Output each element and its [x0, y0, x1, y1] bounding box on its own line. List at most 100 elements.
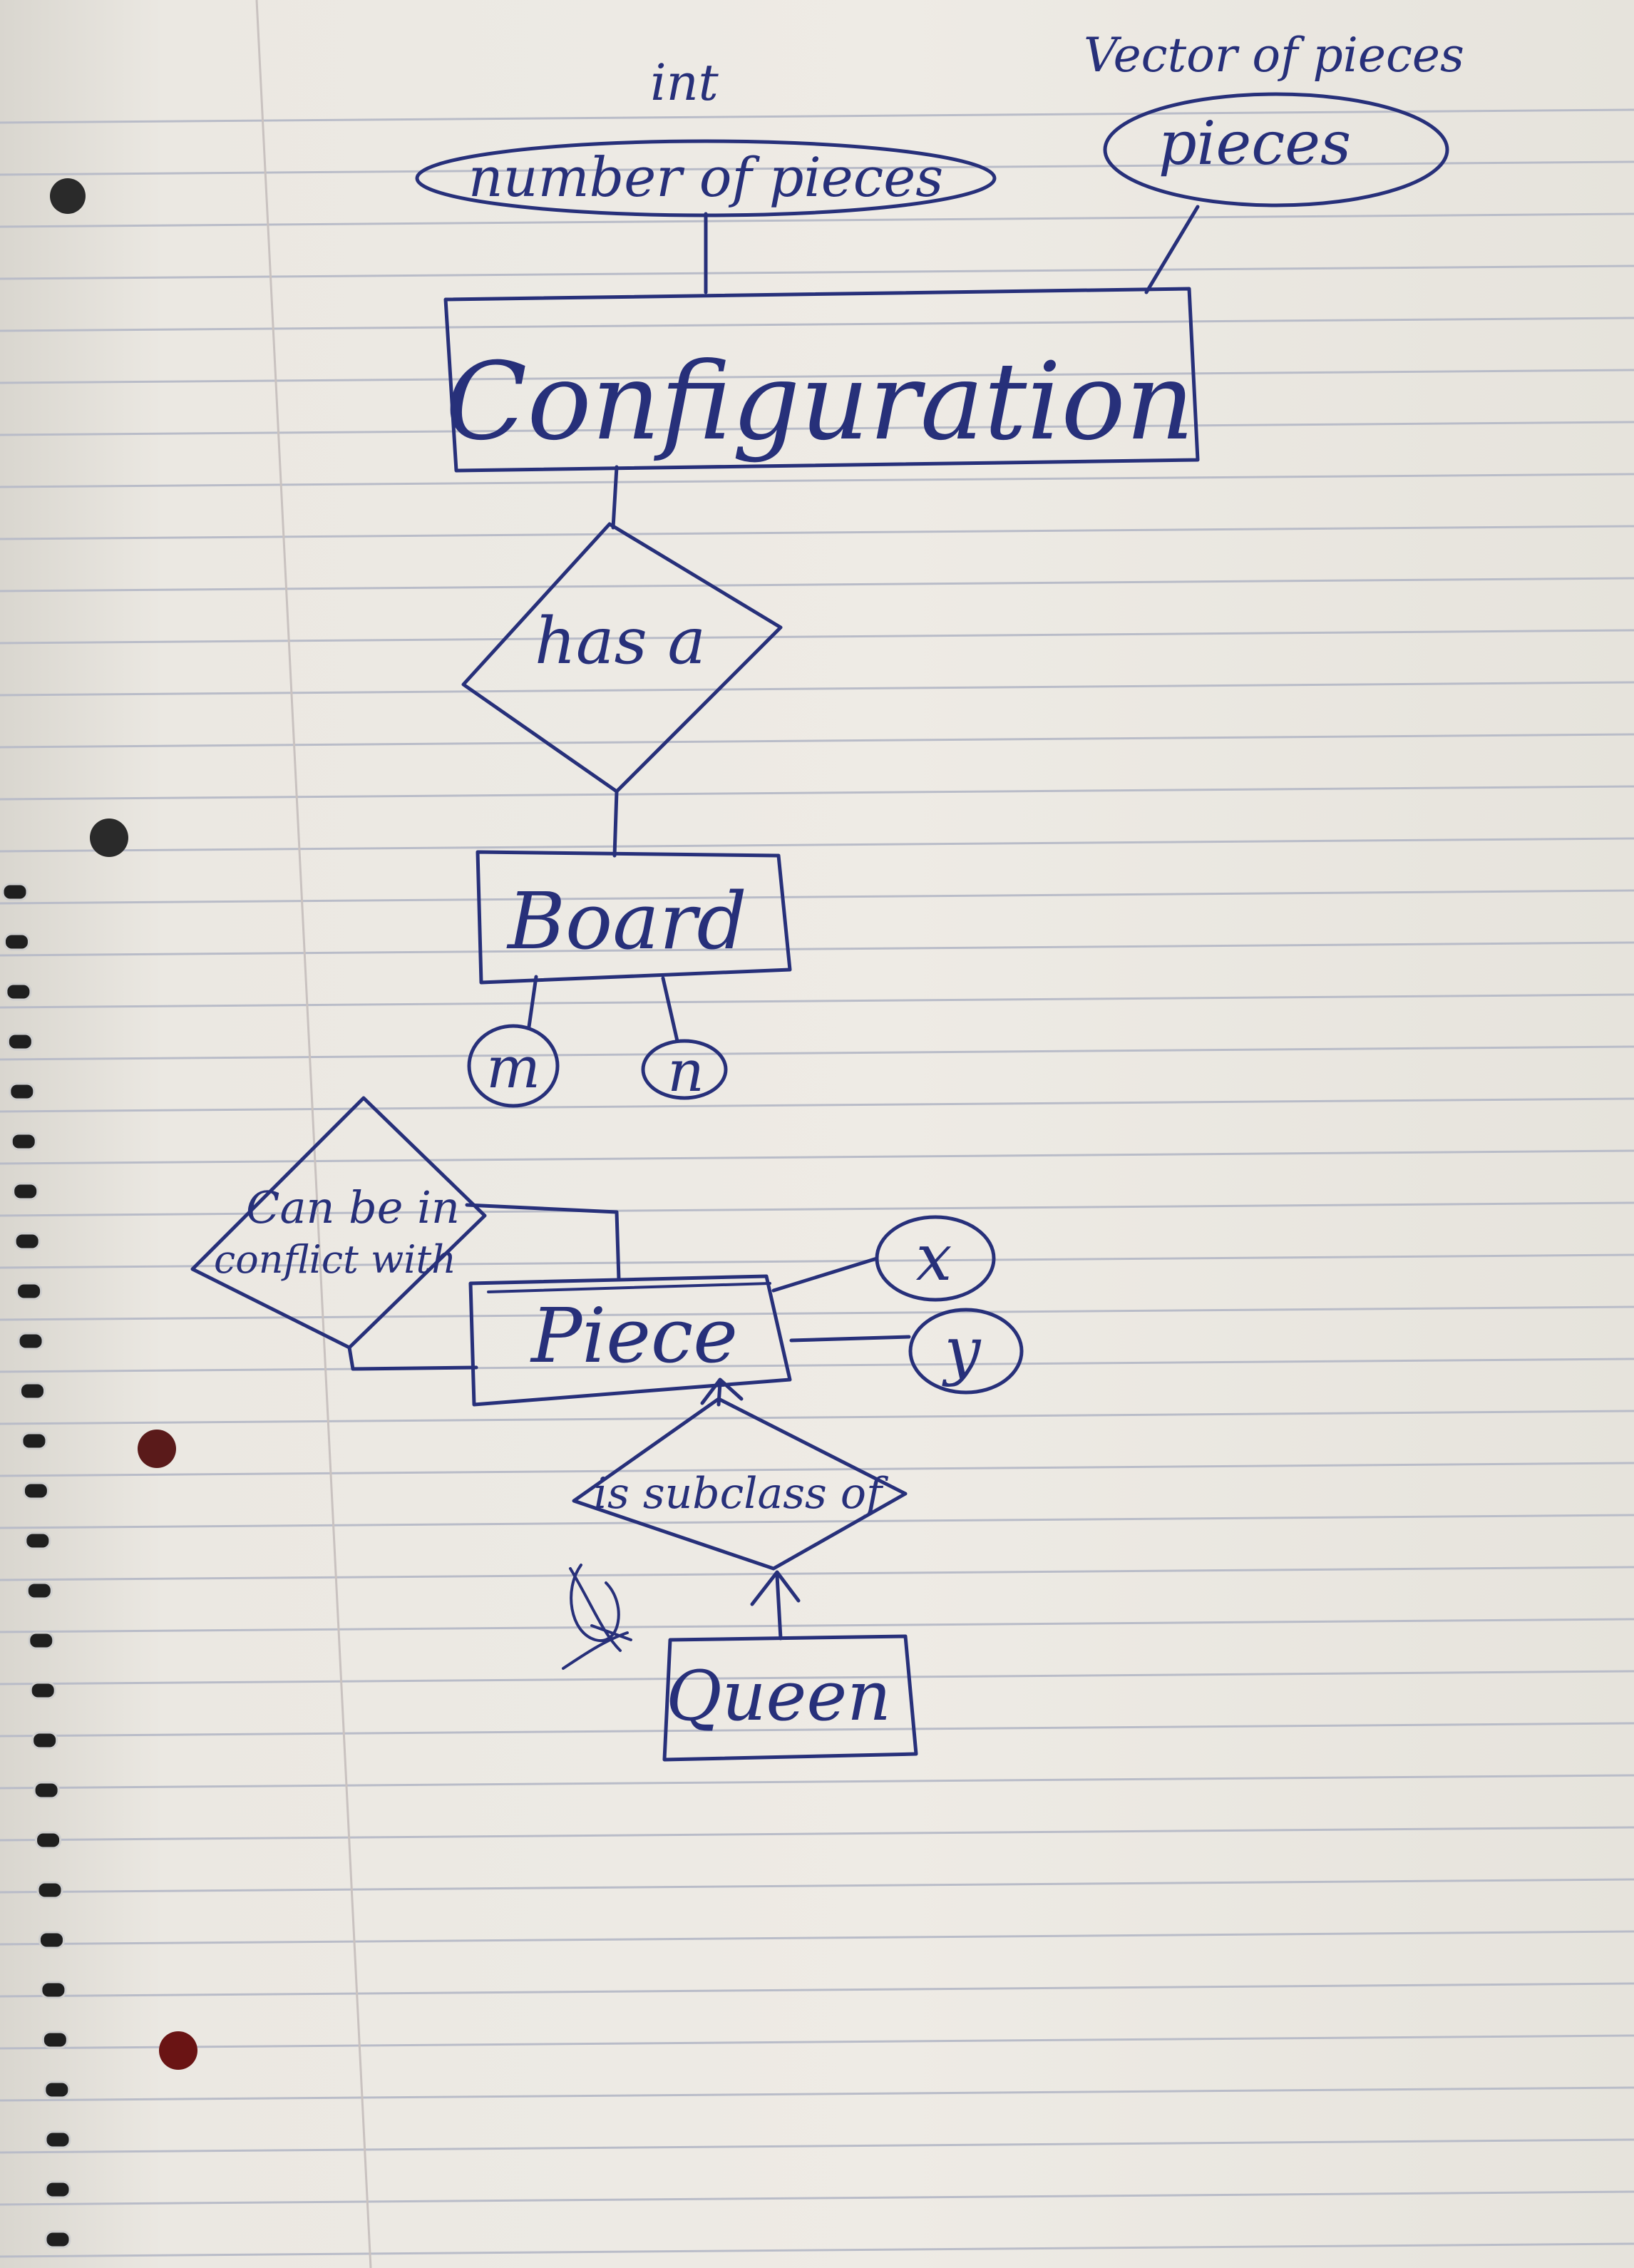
relationship-has-a-label: has a — [535, 604, 706, 679]
spiral-coil — [41, 2031, 68, 2049]
spiral-coil — [33, 1781, 60, 1800]
spiral-coil — [40, 1981, 67, 1999]
connector-conflict-piece-top — [465, 1203, 621, 1282]
rule-line — [0, 1930, 1634, 1946]
type-vector-of-pieces-label: Vector of pieces — [1084, 28, 1464, 83]
connector-piece-y — [789, 1335, 911, 1343]
inheritance-arrow-queen — [750, 1570, 801, 1641]
attribute-n-ellipse — [641, 1039, 728, 1100]
attribute-m-ellipse — [467, 1024, 560, 1108]
rule-line — [0, 525, 1634, 540]
rule-line — [0, 1670, 1634, 1685]
rule-line — [0, 733, 1634, 749]
entity-board-label: Board — [506, 876, 747, 967]
rule-line — [0, 317, 1634, 332]
rule-line — [0, 160, 1634, 176]
rule-line — [0, 1305, 1634, 1321]
rule-line — [0, 1566, 1634, 1581]
spiral-coil — [43, 2080, 71, 2099]
rule-line — [0, 1358, 1634, 1373]
attribute-y-label: y — [942, 1313, 982, 1388]
rule-line — [0, 1045, 1634, 1061]
spiral-coil — [28, 1631, 55, 1650]
rule-line — [0, 1462, 1634, 1477]
connector-piece-x — [771, 1256, 879, 1293]
rule-line — [0, 837, 1634, 853]
binder-hole — [90, 819, 128, 857]
spiral-coil — [19, 1382, 46, 1400]
rule-line — [0, 1201, 1634, 1217]
connector-configuration-has-a — [611, 465, 619, 530]
rule-line — [0, 2034, 1634, 2050]
spiral-coil — [3, 933, 30, 951]
attribute-pieces-label: pieces — [1158, 108, 1351, 178]
entity-piece-box-inner — [487, 1282, 771, 1293]
attribute-number-of-pieces-label: number of pieces — [468, 145, 944, 209]
rule-line — [0, 785, 1634, 801]
attribute-n-label: n — [667, 1038, 704, 1104]
rule-line — [0, 1149, 1634, 1165]
rule-line — [0, 1826, 1634, 1842]
spiral-coil — [17, 1332, 44, 1350]
rule-line — [0, 473, 1634, 488]
spiral-coil — [6, 1032, 34, 1051]
spiral-coil — [14, 1232, 41, 1251]
binder-hole — [50, 178, 86, 214]
spiral-coil — [26, 1581, 53, 1600]
rule-line — [0, 993, 1634, 1009]
rule-line — [0, 941, 1634, 957]
entity-board-box — [476, 850, 792, 985]
spiral-coil — [38, 1931, 65, 1949]
spiral-coil — [9, 1082, 36, 1101]
rule-line — [0, 1097, 1634, 1113]
attribute-x-ellipse — [875, 1215, 996, 1302]
rule-line — [0, 212, 1634, 228]
connector-has-a-board — [612, 789, 619, 858]
spiral-coil — [44, 2130, 71, 2149]
rule-line — [0, 577, 1634, 592]
margin-line — [255, 0, 372, 2268]
attribute-m-label: m — [486, 1035, 540, 1101]
rule-line — [0, 265, 1634, 280]
rule-line — [0, 108, 1634, 124]
rule-line — [0, 2190, 1634, 2206]
type-int-label: int — [650, 53, 719, 112]
connector-board-m — [527, 975, 538, 1029]
spiral-coil — [1, 883, 29, 901]
rule-line — [0, 1982, 1634, 1998]
spiral-coil — [24, 1531, 51, 1550]
entity-piece-label: Piece — [530, 1292, 738, 1380]
rule-line — [0, 889, 1634, 905]
spiral-coil — [31, 1731, 58, 1750]
spiral-coil — [16, 1282, 43, 1300]
rule-line — [0, 1410, 1634, 1425]
binder-hole — [138, 1430, 176, 1468]
rule-line — [0, 2138, 1634, 2154]
rule-line — [0, 1774, 1634, 1790]
spiral-coil — [12, 1182, 39, 1201]
spiral-coil — [29, 1681, 56, 1700]
entity-configuration-label: Configuration — [446, 340, 1195, 464]
attribute-y-ellipse — [908, 1308, 1024, 1395]
rule-line — [0, 2242, 1634, 2258]
spiral-binding — [1, 883, 71, 2249]
attribute-pieces-ellipse — [1103, 92, 1449, 207]
connector-board-n — [661, 976, 679, 1043]
rule-line — [0, 1514, 1634, 1529]
spiral-coil — [5, 982, 32, 1001]
rule-line — [0, 2086, 1634, 2102]
spiral-coil — [35, 1831, 62, 1849]
rule-line — [0, 369, 1634, 384]
rule-line — [0, 1878, 1634, 1894]
connector-conflict-piece-bottom — [347, 1345, 478, 1371]
spiral-coil — [21, 1432, 48, 1450]
spiral-coil — [44, 2230, 71, 2249]
inheritance-arrow-piece — [700, 1377, 744, 1407]
scribble-mark — [562, 1564, 632, 1670]
spiral-coil — [22, 1482, 49, 1500]
spiral-coil — [36, 1881, 63, 1899]
binder-hole — [159, 2031, 197, 2070]
relationship-subclass-diamond — [572, 1397, 908, 1571]
rule-line — [0, 1253, 1634, 1269]
